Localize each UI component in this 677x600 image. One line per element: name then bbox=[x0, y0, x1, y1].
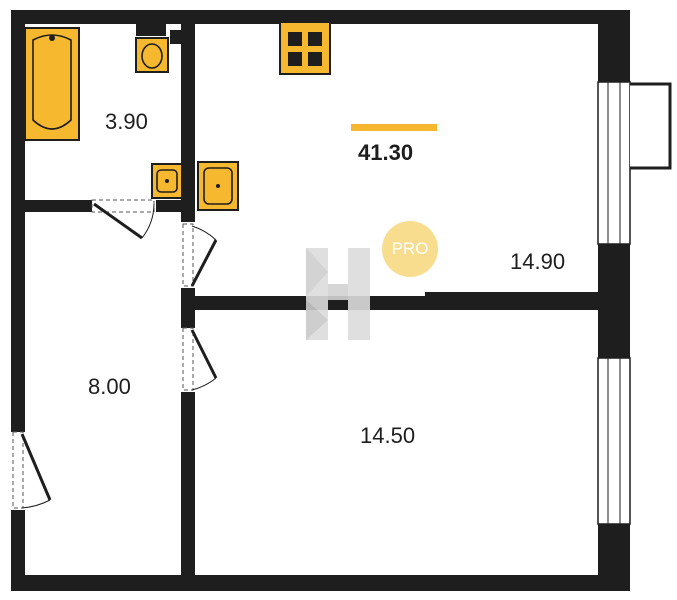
pro-badge: PRO bbox=[382, 221, 438, 277]
door-kitchen bbox=[182, 223, 218, 287]
window-kitchen bbox=[597, 81, 631, 245]
watermark-logo bbox=[306, 248, 370, 340]
bathtub-icon bbox=[24, 27, 80, 141]
partition-horizontal bbox=[181, 292, 611, 310]
total-area-label: 41.30 bbox=[358, 140, 414, 165]
toilet-icon bbox=[135, 22, 169, 73]
hall-area-label: 8.00 bbox=[88, 374, 131, 399]
bathroom-sink-icon bbox=[151, 163, 183, 199]
bedroom-area-label: 14.50 bbox=[360, 423, 416, 448]
total-area-accent-bar bbox=[351, 124, 437, 131]
window-bedroom bbox=[597, 357, 631, 525]
kitchen-sink-icon bbox=[197, 161, 239, 211]
wall-stub bbox=[170, 30, 184, 44]
pro-badge-text: PRO bbox=[391, 239, 429, 258]
door-bathroom bbox=[91, 199, 155, 240]
bathroom-area-label: 3.90 bbox=[105, 109, 148, 134]
door-entrance bbox=[12, 431, 52, 509]
outer-wall-bottom bbox=[11, 575, 630, 591]
door-bedroom bbox=[182, 327, 218, 391]
outer-wall-top bbox=[11, 10, 630, 24]
balcony bbox=[630, 82, 672, 170]
stove-icon bbox=[279, 21, 331, 75]
kitchen-area-label: 14.90 bbox=[510, 249, 566, 274]
